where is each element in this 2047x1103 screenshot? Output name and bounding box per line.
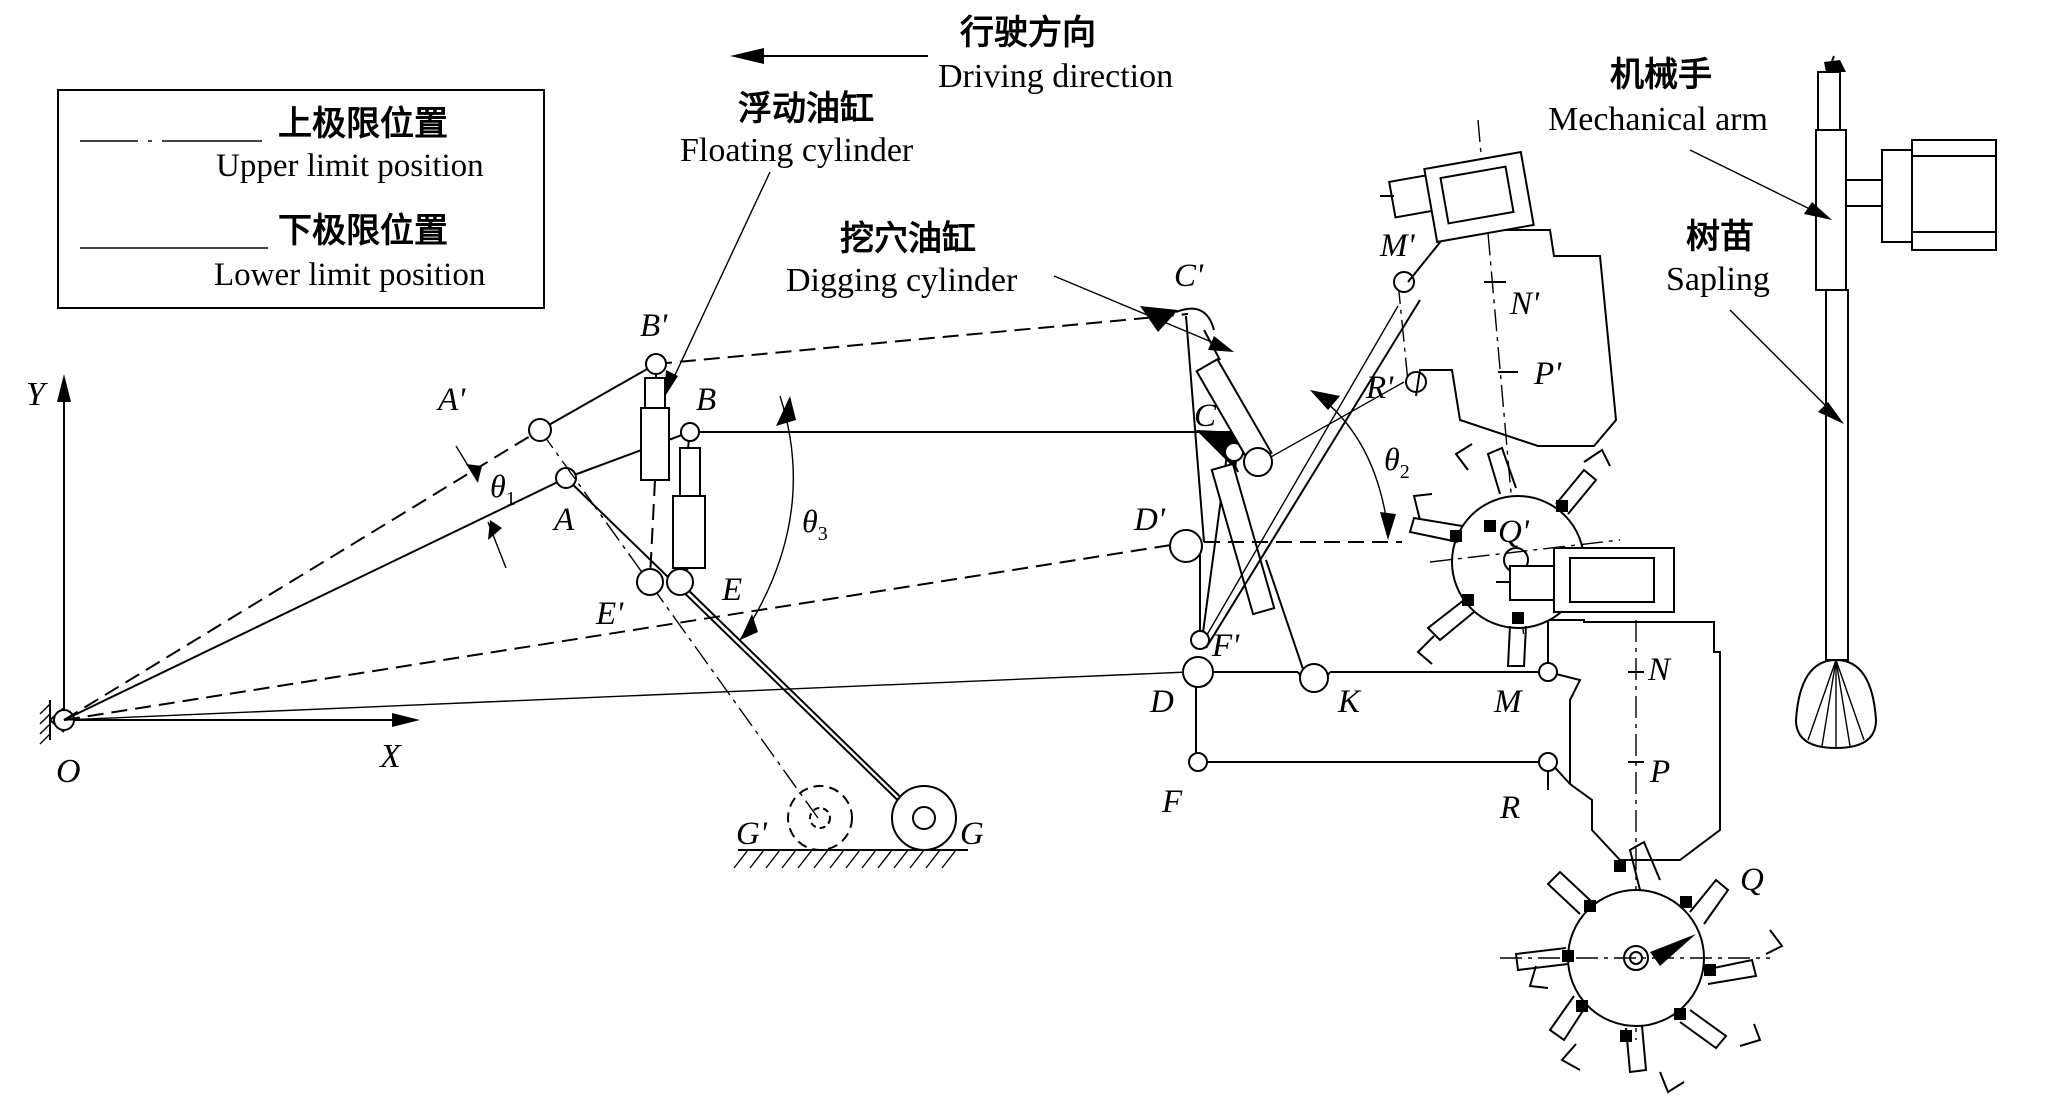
digging-callout-line [1053,275,1227,349]
label-c: C [1194,398,1217,434]
label-k: K [1337,684,1362,720]
legend-upper-zh: 上极限位置 [278,104,448,144]
mechanical-arm [1815,55,1997,291]
label-q: Q [1740,862,1764,898]
joint-a-prime [528,418,552,442]
axis-x-label: X [378,738,402,775]
label-r: R [1499,790,1520,826]
theta2-arrow-up-icon [1310,390,1340,410]
joint-b [680,422,700,442]
label-p: P [1649,754,1670,790]
label-a-prime: A' [436,382,466,418]
theta3-arrow-up-icon [776,396,796,426]
digging-en: Digging cylinder [786,262,1018,299]
legend-box: 上极限位置 Upper limit position 下极限位置 Lower l… [57,89,545,309]
joint-r [1538,752,1558,772]
label-f-prime: F' [1211,628,1240,664]
label-e: E [721,572,742,608]
label-g-prime: G' [736,816,768,852]
joint-k [1299,663,1329,693]
origin-label: O [56,753,81,790]
floating-zh: 浮动油缸 [738,89,874,129]
theta1-label: θ1 [490,468,516,510]
label-d-prime: D' [1133,502,1166,538]
floating-callout-line [667,171,771,391]
label-m: M [1493,684,1523,720]
label-d: D [1149,684,1174,720]
label-c-prime: C' [1174,258,1204,294]
label-m-prime: M' [1379,228,1415,264]
sapling-callout-line [1729,309,1839,419]
legend-lower-en: Lower limit position [214,257,485,293]
q-pointer-icon [1650,934,1696,966]
joint-r-prime [1405,371,1427,393]
floating-en: Floating cylinder [680,132,914,169]
joint-e-prime [636,568,664,596]
label-e-prime: E' [595,596,624,632]
joint-b-prime [645,353,667,375]
arm-callout-line [1689,149,1825,217]
joint-m [1538,662,1558,682]
arm-en: Mechanical arm [1548,101,1768,138]
sapling-en: Sapling [1666,261,1770,298]
label-f: F [1161,784,1183,820]
ground-wheels [733,785,968,869]
lower-limit-linkage [63,422,1549,821]
legend-upper-en: Upper limit position [216,148,484,184]
joint-d [1182,656,1214,688]
label-a: A [552,502,575,538]
driving-direction: 行驶方向 Driving direction [730,13,1173,95]
theta2-label: θ2 [1384,441,1410,483]
wheel-g-prime [787,785,853,851]
upper-limit-linkage [63,271,1427,819]
joint-f-prime [1190,630,1210,650]
sapling-zh: 树苗 [1686,217,1754,257]
motor-upper [1380,150,1535,244]
angle-markers [455,390,1396,641]
theta1-arrow-down-icon [466,464,482,482]
digging-head-lower [1500,619,1784,1094]
arm-tip-icon [1824,60,1846,72]
joint-a [555,467,577,489]
label-r-prime: R' [1365,370,1394,406]
legend-lower-zh: 下极限位置 [278,211,448,251]
theta3-label: θ3 [802,503,828,545]
axis-y-label: Y [26,376,48,413]
theta3-arrow-down-icon [740,614,758,640]
direction-en: Driving direction [938,58,1173,95]
theta2-arrow-down-icon [1380,512,1396,540]
label-b-prime: B' [640,308,668,344]
joint-d-prime [1169,529,1203,563]
joint-c-prime [1243,447,1273,477]
label-n-prime: N' [1509,286,1540,322]
theta1-arrow-up-icon [488,520,502,540]
label-g: G [960,816,984,852]
joint-m-prime [1393,271,1415,293]
joint-f [1188,752,1208,772]
label-q-prime: Q' [1498,514,1530,550]
arm-zh: 机械手 [1610,55,1712,95]
label-n: N [1647,652,1672,688]
x-axis-arrow-icon [392,713,420,727]
joint-e [666,568,694,596]
sapling-stem [1794,289,1878,750]
label-p-prime: P' [1533,356,1562,392]
label-b: B [696,382,716,418]
direction-zh: 行驶方向 [960,13,1096,53]
motor-lower [1496,547,1675,613]
digging-zh: 挖穴油缸 [840,219,976,259]
y-axis-arrow-icon [57,374,71,402]
arrow-left-icon [730,48,764,64]
coordinate-axes: Y X O [26,374,420,790]
